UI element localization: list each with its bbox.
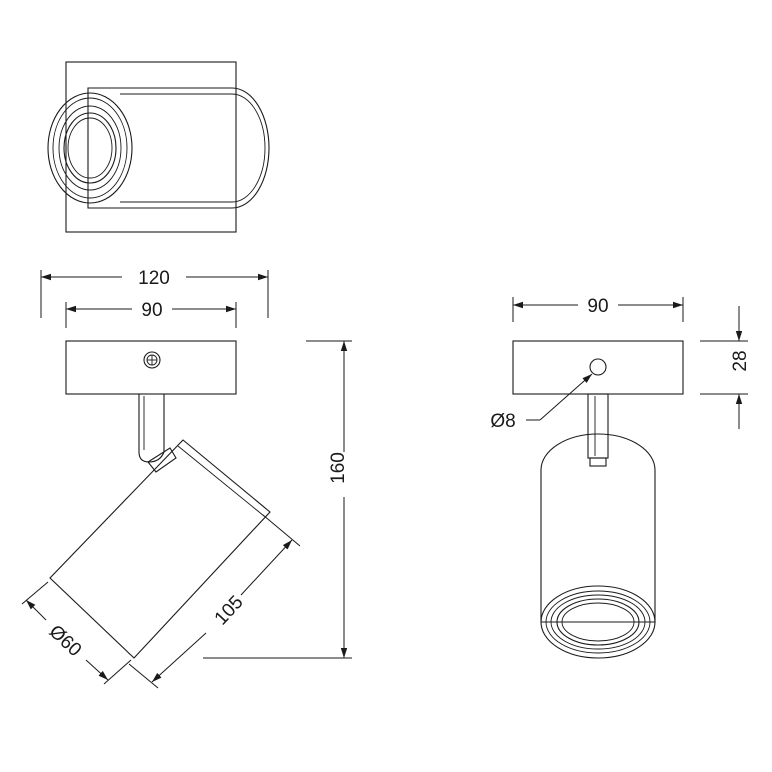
dim-label-canopy-width-front: 90 xyxy=(141,300,162,321)
dimension-total-height: 160 xyxy=(203,340,352,659)
front-stem xyxy=(138,394,165,463)
side-canopy-plate xyxy=(512,340,684,395)
front-cylinder-body xyxy=(49,439,271,659)
dimension-cylinder-length: 105 xyxy=(128,514,301,689)
dim-label-screw-diameter: Ø8 xyxy=(490,411,515,432)
front-canopy-plate xyxy=(65,340,237,395)
front-view xyxy=(49,340,271,659)
top-view xyxy=(47,61,270,233)
dimension-canopy-depth: 28 xyxy=(700,306,751,429)
dimension-overall-width: 120 xyxy=(40,268,269,318)
side-cylinder-body xyxy=(540,433,656,623)
dim-label-canopy-depth: 28 xyxy=(730,350,751,371)
dim-label-total-height: 160 xyxy=(328,452,349,484)
dimension-screw-diameter: Ø8 xyxy=(490,373,593,432)
top-view-cylinder-body-inner xyxy=(120,93,266,203)
dimension-cylinder-diameter: Ø60 xyxy=(21,581,132,685)
side-screw-head xyxy=(589,358,607,376)
dim-label-overall-width: 120 xyxy=(138,268,170,289)
side-stem-nut xyxy=(589,457,607,467)
side-lens-ring xyxy=(540,585,656,659)
top-view-cylinder-body xyxy=(87,87,270,209)
mounting-screw-icon xyxy=(143,351,161,369)
dim-label-cylinder-diameter: Ø60 xyxy=(45,621,86,661)
front-hinge xyxy=(147,447,177,473)
top-view-canopy-plate xyxy=(65,61,237,233)
top-view-lens-ring xyxy=(47,92,133,204)
dim-label-cylinder-length: 105 xyxy=(211,592,248,630)
dim-label-canopy-width-side: 90 xyxy=(587,296,608,317)
dimension-canopy-width-front: 90 xyxy=(65,300,237,328)
side-stem xyxy=(587,393,609,459)
side-view xyxy=(512,340,684,659)
dimension-canopy-width-side: 90 xyxy=(512,296,684,322)
